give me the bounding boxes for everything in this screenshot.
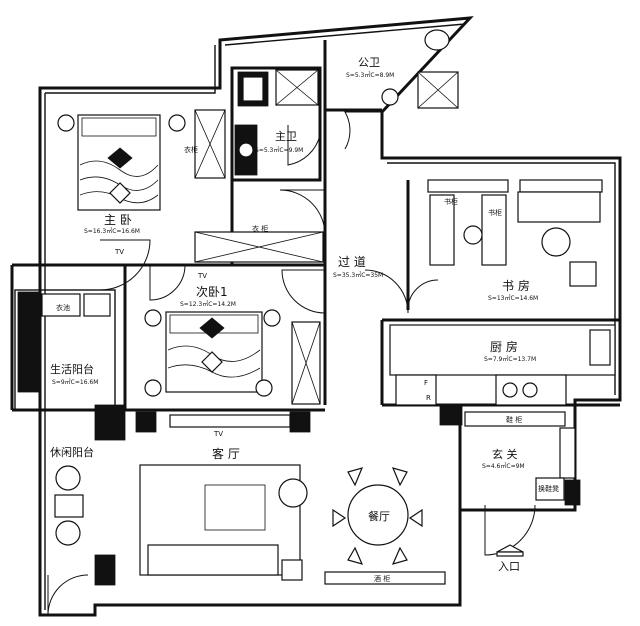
tv-label-master: TV [114, 248, 124, 256]
washer-label: 衣池 [56, 303, 70, 312]
wardrobe-label: 衣 柜 [252, 224, 268, 233]
room-label-leisure-balcony: 休闲阳台 [50, 445, 94, 459]
fridge-f-label: F [424, 379, 428, 387]
bookcase-label-b: 书柜 [488, 208, 502, 217]
room-label-master-bath: 主卫 [275, 130, 297, 143]
dining-table [324, 467, 446, 585]
tv-label-living: TV [213, 430, 223, 438]
room-label-utility-balcony: 生活阳台 [50, 362, 94, 376]
room-area-master-bath: S=5.3㎡C=9.9M [255, 146, 303, 154]
room-label-hallway: 过 道 [338, 255, 366, 269]
entrance-label: 入口 [498, 560, 520, 573]
wardrobe-vertical-label: 衣柜 [184, 145, 198, 154]
room-area-kitchen: S=7.9㎡C=13.7M [484, 355, 536, 363]
master-bed [57, 114, 186, 211]
room-label-public-bath: 公卫 [358, 56, 380, 69]
room-area-hallway: S=35.3㎡C=35M [333, 271, 383, 279]
master-bath-fixtures [234, 69, 319, 176]
leisure-balcony-fixtures [54, 465, 84, 546]
doors [47, 111, 536, 616]
tv-label-second: TV [197, 272, 207, 280]
public-bath-fixtures [381, 29, 459, 109]
room-label-foyer: 玄 关 [492, 447, 518, 461]
room-area-foyer: S=4.6㎡C=9M [482, 462, 525, 470]
room-label-study: 书 房 [502, 278, 530, 293]
room-label-second-bedroom: 次卧1 [196, 285, 228, 299]
bookcase-label-a: 书柜 [444, 197, 458, 206]
second-bed [144, 309, 321, 405]
room-label-living-room: 客 厅 [212, 446, 240, 461]
master-wardrobe [194, 109, 324, 263]
inner-walls [10, 40, 620, 586]
foyer-fixtures [464, 411, 576, 557]
room-area-second-bedroom: S=12.3㎡C=14.2M [180, 300, 236, 308]
room-area-public-bath: S=5.3㎡C=8.9M [346, 71, 394, 79]
utility-balcony-fixtures [17, 291, 111, 393]
room-area-study: S=13㎡C=14.6M [488, 294, 538, 302]
living-furniture [135, 411, 311, 581]
room-label-kitchen: 厨 房 [490, 339, 518, 354]
wine-cabinet-label: 酒 柜 [374, 574, 390, 583]
shoe-rack-label: 换鞋凳 [538, 484, 559, 493]
room-label-master-bedroom: 主 卧 [104, 213, 132, 227]
outer-walls [38, 16, 622, 617]
fridge-label: R [426, 394, 431, 402]
room-area-utility-balcony: S=9㎡C=16.6M [52, 378, 98, 386]
room-label-dining: 餐厅 [368, 509, 390, 523]
study-furniture [427, 179, 603, 287]
room-area-master-bedroom: S=16.3㎡C=16.6M [84, 227, 140, 235]
kitchen-fixtures [389, 324, 616, 406]
shoe-cabinet-label: 鞋 柜 [506, 415, 522, 424]
